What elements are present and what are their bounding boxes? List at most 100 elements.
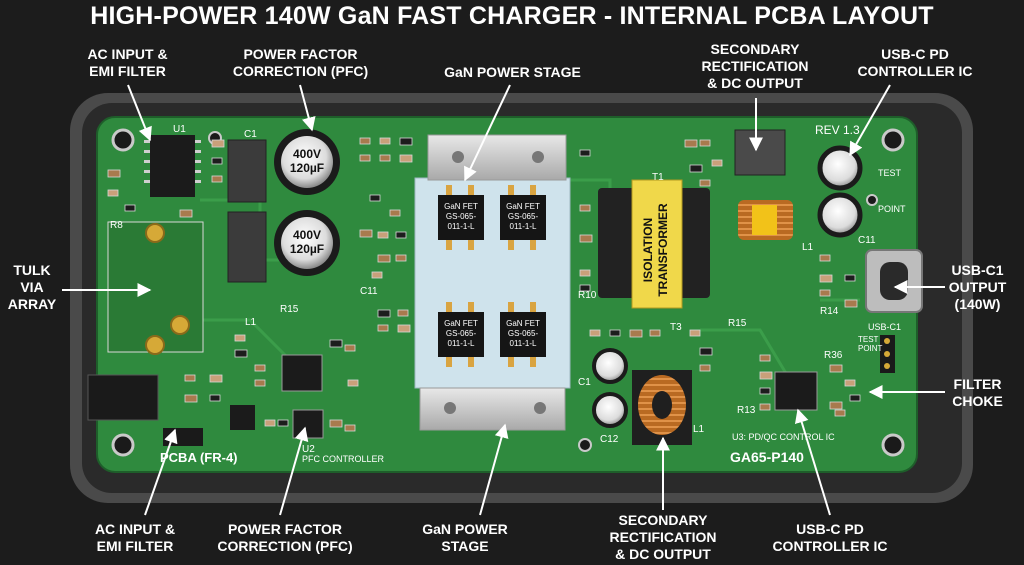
smd-part: [819, 289, 831, 297]
arrow-pfc-top: [299, 84, 316, 132]
smd-part: [211, 157, 223, 165]
smd-part: [699, 179, 711, 187]
smd-part: [844, 274, 856, 282]
callout-gan-bottom: GaN POWER STAGE: [422, 521, 508, 554]
silk-point: POINT: [878, 204, 906, 214]
smd-part: [264, 419, 276, 427]
small-ic: [230, 405, 255, 430]
smd-part: [379, 154, 391, 162]
output-cap-1: [817, 145, 863, 191]
secondary-cap-1: [592, 348, 628, 384]
silk-r15-a: R15: [280, 304, 299, 315]
smd-part: [689, 329, 701, 337]
arrow-usbc-bottom: [794, 408, 831, 516]
callout-pfc-bottom: POWER FACTOR CORRECTION (PFC): [217, 521, 353, 554]
secondary-choke: [632, 370, 692, 445]
smd-part: [399, 154, 413, 163]
u1-emi-ic: [150, 135, 195, 197]
smd-part: [369, 194, 381, 202]
smd-part: [254, 364, 266, 372]
smd-part: [359, 154, 371, 162]
silk-l1-a: L1: [245, 317, 257, 328]
smd-part: [399, 137, 413, 146]
smd-part: [377, 309, 391, 318]
silk-rev: REV 1.3: [815, 123, 860, 137]
smd-part: [211, 175, 223, 183]
smd-part: [329, 339, 343, 348]
pfc-inductor-2: [227, 211, 267, 283]
silk-r15-b: R15: [728, 318, 747, 329]
smd-part: [579, 204, 591, 212]
silk-u3: U3: PD/QC CONTROL IC: [732, 432, 835, 442]
smd-part: [759, 371, 773, 380]
smd-part: [179, 209, 193, 218]
silk-r8: R8: [110, 220, 123, 231]
smd-part: [234, 334, 246, 342]
smd-part: [699, 364, 711, 372]
ac-input-connector: [87, 374, 159, 421]
smd-part: [107, 189, 119, 197]
silk-u1: U1: [173, 124, 186, 135]
smd-part: [371, 271, 383, 279]
pfc-controller-ic: [281, 354, 323, 392]
smd-part: [689, 164, 703, 173]
smd-part: [277, 419, 289, 427]
silk-r14: R14: [820, 306, 839, 317]
callout-ac-input-bottom: AC INPUT & EMI FILTER: [94, 521, 176, 554]
smd-part: [329, 419, 343, 428]
smd-part: [699, 139, 711, 147]
silk-u2: U2: [302, 444, 315, 455]
silk-pcba: PCBA (FR-4): [160, 450, 238, 465]
arrow-ac-bottom: [144, 428, 178, 516]
pfc-inductor-1: [227, 139, 267, 203]
smd-part: [395, 231, 407, 239]
isolation-transformer: ISOLATIONTRANSFORMER: [598, 179, 710, 309]
smd-part: [834, 409, 846, 417]
smd-part: [124, 204, 136, 212]
pd-control-ic: [774, 371, 818, 411]
silk-c11-a: C11: [360, 286, 378, 297]
smd-part: [379, 137, 391, 145]
silk-l1-c: L1: [693, 424, 705, 435]
smd-part: [759, 403, 771, 411]
smd-components: [107, 137, 861, 432]
smd-part: [344, 424, 356, 432]
smd-part: [849, 394, 861, 402]
output-cap-2: [817, 192, 863, 238]
smd-part: [699, 347, 713, 356]
silk-c1-a: C1: [244, 129, 257, 140]
smd-part: [829, 401, 843, 410]
arrow-ac-top: [127, 84, 152, 142]
test-point-header: [880, 335, 895, 373]
smd-part: [579, 234, 593, 243]
smd-part: [579, 284, 591, 292]
smd-part: [711, 159, 723, 167]
smd-part: [609, 329, 621, 337]
smd-part: [254, 379, 266, 387]
silk-t3: T3: [670, 322, 682, 333]
silk-l1-b: L1: [802, 242, 814, 253]
callout-ac-input-top: AC INPUT & EMI FILTER: [87, 46, 168, 79]
silk-c12: C12: [600, 434, 619, 445]
smd-part: [347, 379, 359, 387]
silk-test: TEST: [878, 168, 902, 178]
arrow-gan-top: [464, 84, 511, 182]
smd-part: [209, 374, 223, 383]
smd-part: [211, 139, 225, 148]
smd-part: [389, 209, 401, 217]
smd-part: [234, 349, 248, 358]
callout-secondary-top: SECONDARY RECTIFICATION & DC OUTPUT: [701, 41, 809, 91]
smd-part: [359, 229, 373, 238]
callout-pfc-top: POWER FACTOR CORRECTION (PFC): [232, 46, 369, 79]
